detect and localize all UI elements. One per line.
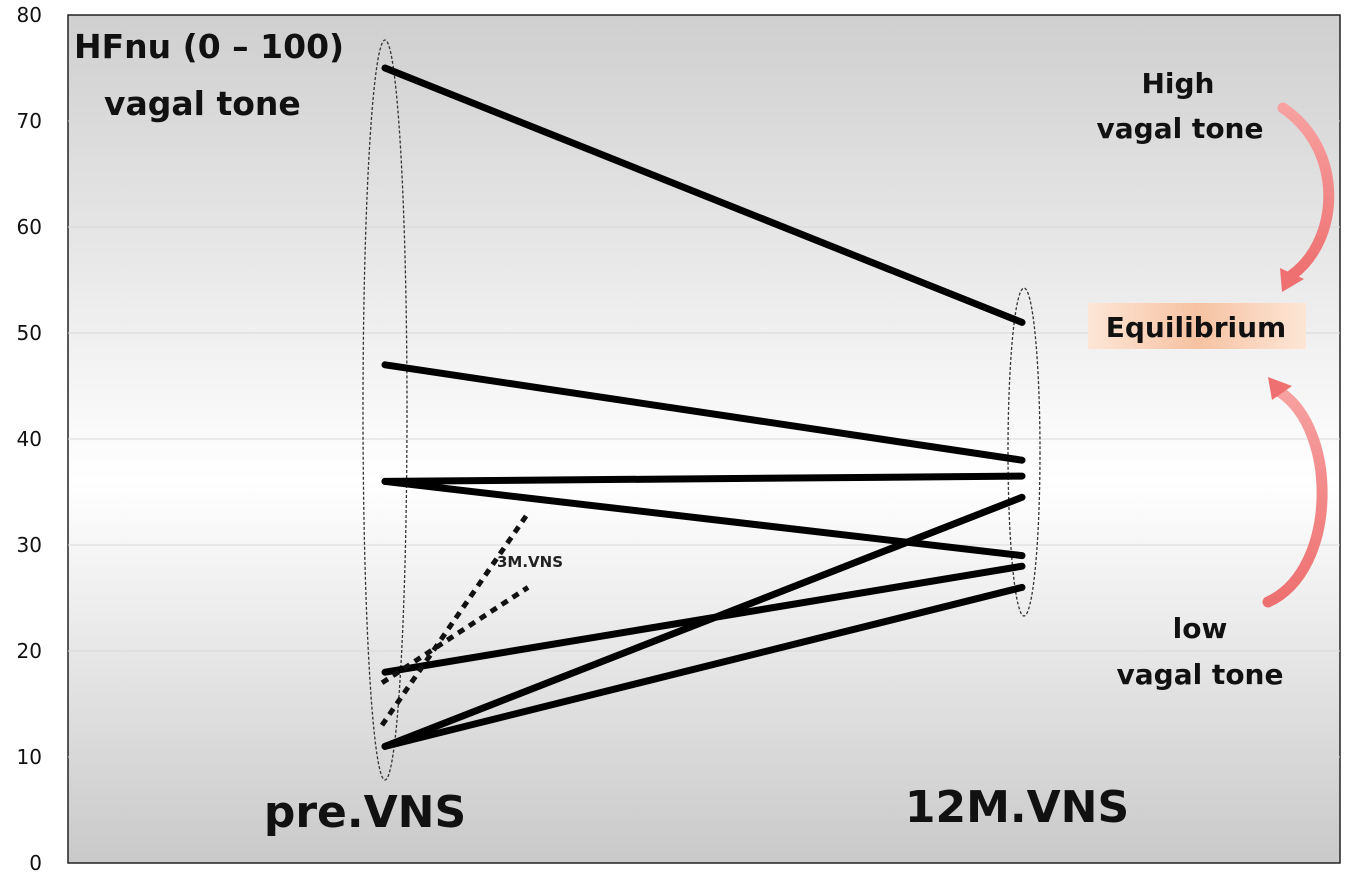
series-line-6 [381,493,1026,750]
low-vagal-tone-label: vagal tone [1117,658,1284,691]
y-tick-label: 40 [17,427,42,451]
dotted-line-1 [379,511,531,727]
y-tick-label: 60 [17,215,42,239]
grid [68,120,1340,758]
12m-vns-group-ellipse [1007,287,1041,617]
chart-title-line-1: HFnu (0 – 100) [74,27,344,66]
series-line-1 [381,64,1026,326]
y-tick-label: 30 [17,533,42,557]
pre-vns-group-ellipse [362,39,408,781]
arrowhead-low-to-equilibrium [1268,377,1292,400]
x-category-pre-vns: pre.VNS [264,787,466,838]
dotted-line-2 [380,585,530,685]
arrow-low-to-equilibrium [1262,386,1328,608]
y-tick-label: 70 [17,109,42,133]
series-lines [381,64,1026,750]
3m-vns-label: 3M.VNS [497,553,563,571]
y-tick-label: 20 [17,639,42,663]
y-tick-label: 0 [29,851,42,875]
x-category-12m-vns: 12M.VNS [905,782,1129,833]
y-axis: 0 10 20 30 40 50 60 70 80 [17,3,42,875]
series-line-4 [381,477,1026,560]
low-label: low [1173,612,1228,645]
equilibrium-label: Equilibrium [1106,311,1286,344]
arrowhead-high-to-equilibrium [1280,268,1304,292]
y-tick-label: 50 [17,321,42,345]
y-tick-label: 10 [17,745,42,769]
series-line-2 [381,361,1026,464]
high-vagal-tone-label: vagal tone [1097,112,1264,145]
high-label: High [1141,67,1214,100]
chart-title-line-2: vagal tone [104,84,301,123]
series-line-3 [381,472,1026,485]
y-tick-label: 80 [17,3,42,27]
3m-vns-dotted-lines [379,511,531,727]
series-line-7 [381,583,1026,750]
arrow-high-to-equilibrium [1277,102,1335,281]
equilibrium-highlight [1088,303,1306,349]
